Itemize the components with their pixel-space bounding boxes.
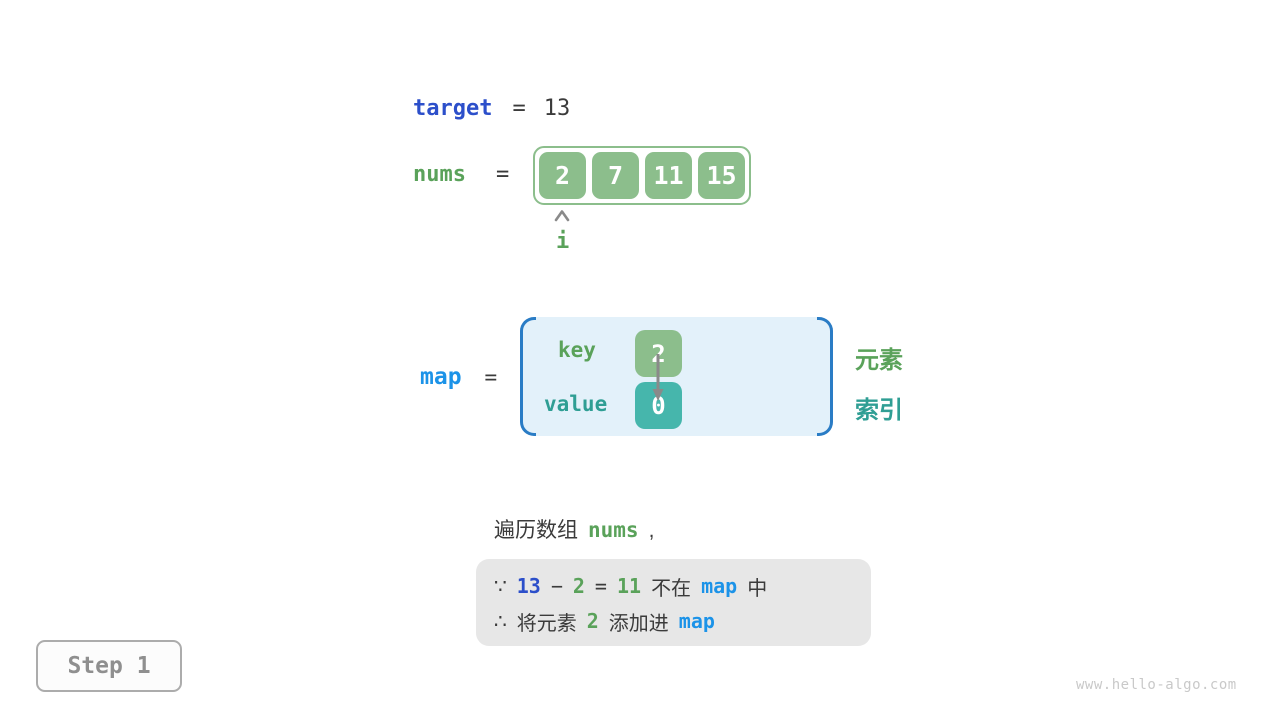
minus-sign: − [550, 574, 563, 598]
legend-index-label: 索引 [855, 397, 903, 424]
map-code-ref-2: map [678, 609, 715, 633]
map-assignment: map = [420, 364, 497, 390]
note-line-therefore: ∴ 将元素 2 添加进 map [494, 606, 871, 636]
index-pointer-caret-icon [554, 210, 570, 222]
map-left-bracket [520, 317, 536, 436]
map-code-ref-1: map [701, 574, 738, 598]
nums-assignment: nums = [413, 162, 509, 187]
in-suffix-text: 中 [747, 577, 768, 600]
array-cell-3: 15 [698, 152, 745, 199]
map-equals-sign: = [484, 365, 498, 389]
caption-prefix: 遍历数组 [494, 519, 578, 542]
target-assignment: target = 13 [413, 96, 570, 121]
nums-equals-sign: = [495, 162, 510, 187]
because-symbol: ∵ [494, 575, 507, 598]
array-cell-0: 2 [539, 152, 586, 199]
added-element-value: 2 [586, 609, 599, 633]
reasoning-note-box: ∵ 13 − 2 = 11 不在 map 中 ∴ 将元素 2 添加进 map [476, 559, 871, 646]
caption-nums-code: nums [588, 518, 639, 542]
not-in-text: 不在 [651, 577, 692, 600]
equals-sign: = [594, 574, 607, 598]
map-value-label: value [544, 392, 608, 416]
subtrahend-value: 2 [572, 574, 585, 598]
map-container: key 2 value 0 [520, 317, 833, 436]
nums-var-label: nums [413, 162, 466, 187]
array-cell-1: 7 [592, 152, 639, 199]
map-key-label: key [558, 338, 596, 362]
add-element-text: 将元素 [516, 612, 577, 635]
step-badge: Step 1 [36, 640, 182, 692]
therefore-symbol: ∴ [494, 610, 507, 633]
nums-array: 2 7 11 15 [533, 146, 751, 205]
minuend-value: 13 [516, 574, 541, 598]
index-pointer-label: i [556, 229, 570, 254]
map-right-bracket [817, 317, 833, 436]
key-to-value-arrow-icon [652, 354, 664, 401]
map-var-label: map [420, 364, 462, 390]
target-var-label: target [413, 96, 493, 121]
site-watermark: www.hello-algo.com [1076, 677, 1237, 693]
legend-element-label: 元素 [855, 347, 903, 374]
target-value: 13 [543, 96, 571, 121]
note-line-because: ∵ 13 − 2 = 11 不在 map 中 [494, 571, 871, 601]
caption-line: 遍历数组 nums , [494, 514, 654, 544]
array-cell-2: 11 [645, 152, 692, 199]
difference-value: 11 [616, 574, 642, 598]
add-into-text: 添加进 [608, 612, 669, 635]
target-equals-sign: = [512, 96, 526, 121]
caption-comma: , [648, 519, 655, 542]
